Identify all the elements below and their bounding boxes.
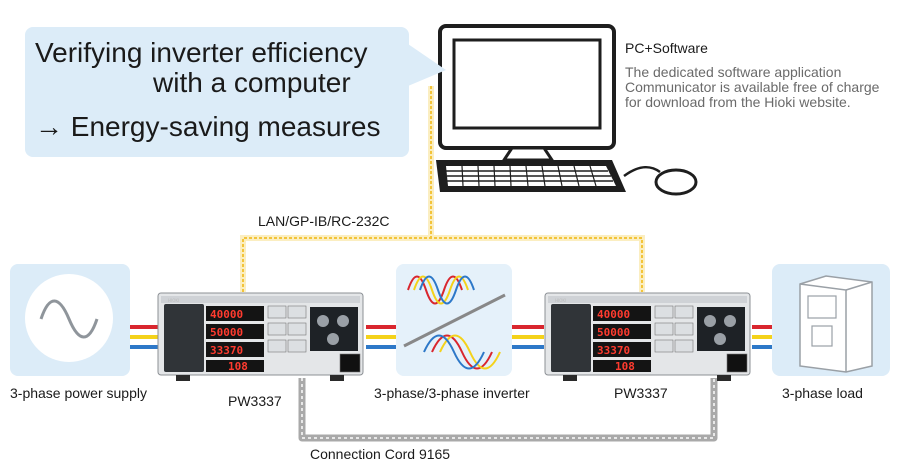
meter-right-display-2: 50000 [597, 326, 630, 339]
meter-left-display-2: 50000 [210, 326, 243, 339]
meter-right-display-4: 108 [615, 360, 635, 373]
wire-meter1-inverter [366, 325, 396, 349]
meter-left-display-3: 33370 [210, 344, 243, 357]
callout-box: Verifying inverter efficiency with a com… [25, 27, 409, 157]
power-supply-label: 3-phase power supply [10, 385, 147, 401]
load-label: 3-phase load [782, 385, 863, 401]
pc-description: The dedicated software application Commu… [625, 64, 880, 110]
callout-heading-line1: Verifying inverter efficiency [35, 37, 368, 68]
meter-left-label: PW3337 [228, 393, 282, 409]
inverter-symbol [396, 264, 512, 376]
load-symbol [772, 264, 890, 376]
callout-heading-line2: with a computer [153, 67, 351, 98]
cord-label: Connection Cord 9165 [310, 446, 451, 462]
wire-meter2-load [752, 325, 772, 349]
phase-wires [130, 325, 772, 349]
callout-benefit: → Energy-saving measures [35, 111, 381, 142]
comm-link [242, 86, 643, 292]
computer-symbol [436, 24, 698, 196]
meter-right-brand: HIOKI [555, 298, 566, 303]
pc-title: PC+Software [625, 40, 708, 56]
meter-right-label: PW3337 [614, 385, 668, 401]
wire-inverter-meter2 [512, 325, 544, 349]
meter-right-display-1: 40000 [597, 308, 630, 321]
callout-pointer [408, 44, 446, 86]
meter-left-display-1: 40000 [210, 308, 243, 321]
wire-supply-meter1 [130, 325, 158, 349]
meter-left-display-4: 108 [228, 360, 248, 373]
connection-cord-dots [301, 378, 715, 439]
power-meter-right: HIOKI 40000 50000 33370 108 [544, 292, 751, 382]
link-label: LAN/GP-IB/RC-232C [258, 213, 390, 229]
power-supply-symbol [10, 264, 130, 376]
inverter-label: 3-phase/3-phase inverter [374, 385, 530, 401]
meter-left-brand: HIOKI [168, 298, 179, 303]
power-meter-left: HIOKI 40000 50000 33370 108 [157, 292, 364, 382]
meter-right-display-3: 33370 [597, 344, 630, 357]
